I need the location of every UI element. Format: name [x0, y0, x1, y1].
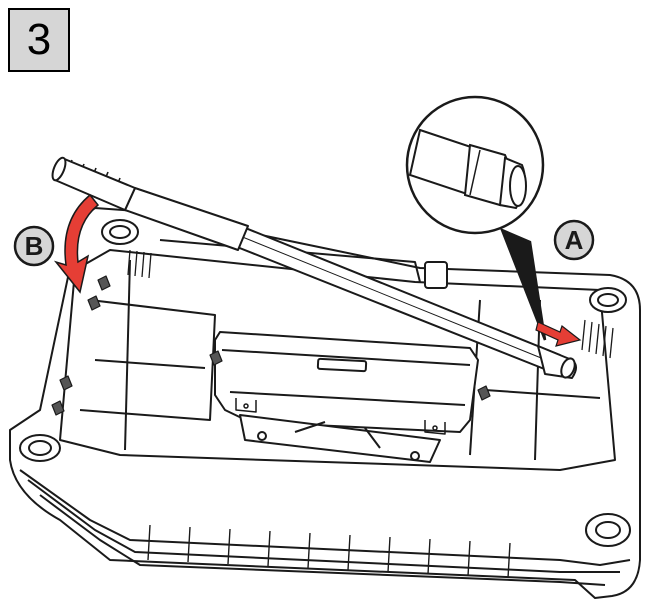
step-number-box: 3: [8, 8, 70, 72]
channel-mid: [124, 259, 131, 451]
straight-red-arrow: [535, 321, 582, 347]
foot-front-left: [19, 434, 61, 462]
curved-red-arrow: [53, 193, 100, 294]
front-ribs: [147, 524, 511, 579]
left-latches: [51, 275, 491, 416]
base-plate: [239, 414, 441, 463]
tray-unit: [9, 207, 641, 599]
tray-front-lip-2: [27, 479, 620, 573]
rear-right-grill: [581, 319, 614, 359]
channel-floor-line-2: [484, 389, 601, 399]
plate-hole-left: [257, 431, 267, 441]
plate-slot-left: [294, 421, 326, 433]
foot-back-left: [101, 219, 139, 245]
foot-back-right: [589, 287, 627, 313]
carriage-top-edge: [221, 349, 471, 366]
plate-slot-right: [364, 427, 381, 449]
tray-front-lip-3: [39, 494, 606, 586]
roller-rod: [51, 156, 577, 379]
curved-arrow-body: [53, 193, 100, 294]
plate-hole-right: [410, 451, 420, 461]
tray-front-lip: [19, 469, 631, 566]
channel-floor-line: [94, 359, 206, 369]
corner-feet: [19, 219, 631, 547]
magnifier-pointer: [499, 227, 547, 341]
channel-left: [79, 299, 216, 421]
rear-left-grill: [127, 249, 152, 279]
callout-a-label: A: [565, 225, 584, 255]
callout-b-label: B: [25, 231, 44, 261]
carriage-slot: [316, 357, 368, 373]
straight-arrow-body: [535, 321, 582, 347]
magnifier-callout: [405, 95, 547, 341]
back-clip: [424, 261, 448, 289]
callout-a: A: [553, 219, 595, 261]
carriage-lower-edge: [229, 391, 466, 406]
tray-inner-floor: [59, 249, 616, 471]
step-number: 3: [26, 15, 52, 64]
foot-front-right: [585, 513, 631, 547]
callout-b: B: [13, 225, 55, 267]
carriage-clips: [235, 398, 446, 435]
center-carriage: [214, 331, 479, 433]
